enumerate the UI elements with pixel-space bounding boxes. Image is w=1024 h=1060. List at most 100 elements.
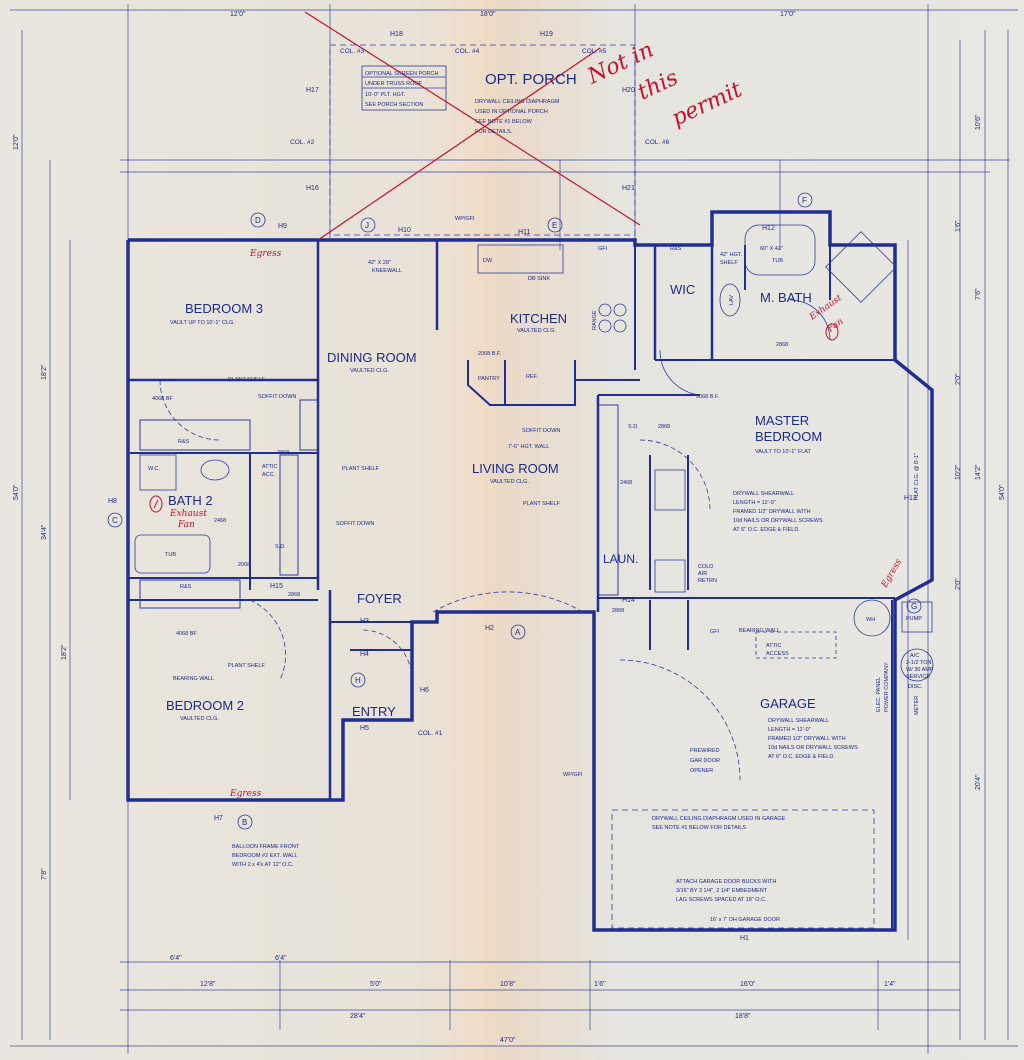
room-entry-name: ENTRY [352, 704, 396, 719]
shear-garage-line-1: DRYWALL SHEARWALL [768, 718, 829, 724]
structural-notes: DRYWALL SHEARWALL LENGTH = 12'-0" FRAMED… [652, 491, 858, 923]
attic-access-line-2: ACCESS [766, 651, 789, 657]
bottom-dim-6: 6'4" [170, 955, 182, 962]
bearing-wall-garage: BEARING WALL [739, 628, 780, 634]
hatched-walls [139, 399, 619, 609]
right-dim-8: 2'0" [955, 578, 962, 590]
top-dim-2: 18'0" [480, 11, 496, 18]
header-h3: H3 [360, 618, 369, 625]
water-heater-label: WH [866, 617, 875, 623]
smoke-detector-master: S.D. [628, 424, 639, 430]
door-codes: 4068 BF 4068 BF 2868 3068 B.F. 2068 B.F.… [152, 342, 788, 637]
wp-gfi-kitchen: WP/GFI [455, 216, 475, 222]
header-h11: H11 [518, 229, 530, 236]
bottom-dim-8: 5'0" [370, 981, 382, 988]
garage-door-label: 16' x 7' OH GARAGE DOOR [710, 917, 780, 923]
shear-master-line-2: LENGTH = 12'-0" [733, 500, 776, 506]
door-bucks-line-3: LAG SCREWS SPACED AT 18" O.C. [676, 897, 767, 903]
rs-bath2: R&S [178, 439, 190, 445]
exterior-walls [126, 210, 934, 932]
right-dim-7: 54'0" [999, 484, 1006, 500]
header-h6: H6 [420, 687, 429, 694]
hgt-wall-label: 7'-6" HGT. WALL [508, 444, 549, 450]
door-2868-d: 2868 [776, 342, 788, 348]
redline-exhaust-bath2-1: Exhaust [169, 509, 207, 519]
door-2068: 2068 [238, 562, 250, 568]
kneewall-line-1: 42" X 28" [368, 260, 391, 266]
header-h19: H19 [540, 31, 553, 38]
shear-master-line-4: 10d NAILS OR DRYWALL SCREWS [733, 518, 823, 524]
elec-panel-line-2: POWER COMPANY [884, 662, 890, 712]
shear-master-line-3: FRAMED 1/2" DRYWALL WITH [733, 509, 811, 515]
bottom-dim-5: 1'4" [884, 981, 896, 988]
door-2868-a: 2868 [277, 450, 289, 456]
porch-diaphragm-line-2: USED IN OPTIONAL PORCH [475, 109, 548, 115]
right-dim-4: 2'0" [955, 373, 962, 385]
right-dim-6: 14'2" [975, 464, 982, 480]
tub-mbath-size: 60" X 42" [760, 246, 783, 252]
door-pantry: 2068 B.F. [478, 351, 502, 357]
attic-access-line-1: ATTIC [766, 643, 782, 649]
header-h9: H9 [278, 223, 287, 230]
plant-shelf-bedroom3: PLANT SHELF [228, 377, 266, 383]
rs-bedroom2: R&S [180, 584, 192, 590]
left-dim-1: 12'0" [13, 134, 20, 150]
redline-this: this [634, 65, 682, 105]
header-labels: H18 H19 H17 H20 H16 H21 H9 H10 H11 H12 H… [108, 31, 917, 942]
column-6: COL. #6 [645, 139, 670, 146]
top-dim-3: 17'0" [780, 11, 796, 18]
redline-exhaust-mbath-2: Fan [825, 317, 845, 336]
right-dim-5: 10'2" [955, 464, 962, 480]
smoke-detector-bath2: S.D. [275, 544, 286, 550]
fixtures [134, 224, 934, 929]
room-bedroom3-sub: VAULT UP TO 10'-1" CLG. [170, 320, 235, 326]
gfi-kitchen: GFI [598, 246, 608, 252]
header-h17: H17 [306, 87, 319, 94]
room-living-sub: VAULTED CLG. [490, 479, 529, 485]
left-dim-6: 7'8" [41, 868, 48, 880]
balloon-line-3: WITH 2 x 4's AT 12" O.C. [232, 862, 294, 868]
shear-garage-line-4: 10d NAILS OR DRYWALL SCREWS [768, 745, 858, 751]
bottom-dim-2: 10'8" [500, 981, 516, 988]
room-master-name2: BEDROOM [755, 429, 822, 444]
disc-label: DISC. [908, 684, 923, 690]
marker-h: H [355, 676, 361, 685]
opener-line-1: PREWIRED [690, 748, 720, 754]
redline-egress-master: Egress [879, 557, 904, 590]
ref-label: REF. [526, 374, 538, 380]
header-h12: H12 [762, 225, 775, 232]
room-master-sub: VAULT TO 10'-1" FLAT [755, 449, 812, 455]
bottom-dim-9: 28'4" [350, 1013, 366, 1020]
left-dim-4: 54'0" [13, 484, 20, 500]
header-h15: H15 [270, 583, 283, 590]
porch-diaphragm-line-3: SEE NOTE #1 BELOW [475, 119, 533, 125]
soffit-down-living: SOFFIT DOWN [522, 428, 560, 434]
marker-a: A [515, 628, 521, 637]
dimension-lines [10, 4, 1018, 1054]
room-bedroom2-name: BEDROOM 2 [166, 698, 244, 713]
shelf-line-1: 42" HGT. [720, 252, 743, 258]
bottom-dim-7: 6'4" [275, 955, 287, 962]
redline-egress-bedroom3: Egress [249, 249, 282, 259]
column-2: COL. #2 [290, 139, 315, 146]
porch-note-line-1: OPTIONAL SCREEN PORCH [365, 71, 438, 77]
elec-panel-line-1: ELEC. PANEL [876, 677, 882, 712]
right-dim-1: 10'6" [975, 114, 982, 130]
lav-label: LAV [729, 295, 735, 305]
right-dim-3: 7'6" [975, 288, 982, 300]
door-bath2-closet: 2468 [214, 518, 226, 524]
door-master: 3068 B.F. [696, 394, 720, 400]
ac-line-3: W/ 30 AMP [906, 667, 934, 673]
porch-diaphragm-line-4: FOR DETAILS. [475, 129, 513, 135]
door-swings [159, 299, 831, 781]
left-dim-2: 18'2" [41, 364, 48, 380]
room-kitchen-sub: VAULTED CLG. [517, 328, 556, 334]
column-3: COL. #3 [340, 48, 365, 55]
room-garage-name: GARAGE [760, 696, 816, 711]
rs-wic: R&S [670, 246, 682, 252]
room-wic-name: WIC [670, 282, 695, 297]
soffit-down-bedroom3: SOFFIT DOWN [258, 394, 296, 400]
room-mbath-name: M. BATH [760, 290, 812, 305]
header-h5: H5 [360, 725, 369, 732]
range-label: RANGE [592, 310, 598, 330]
